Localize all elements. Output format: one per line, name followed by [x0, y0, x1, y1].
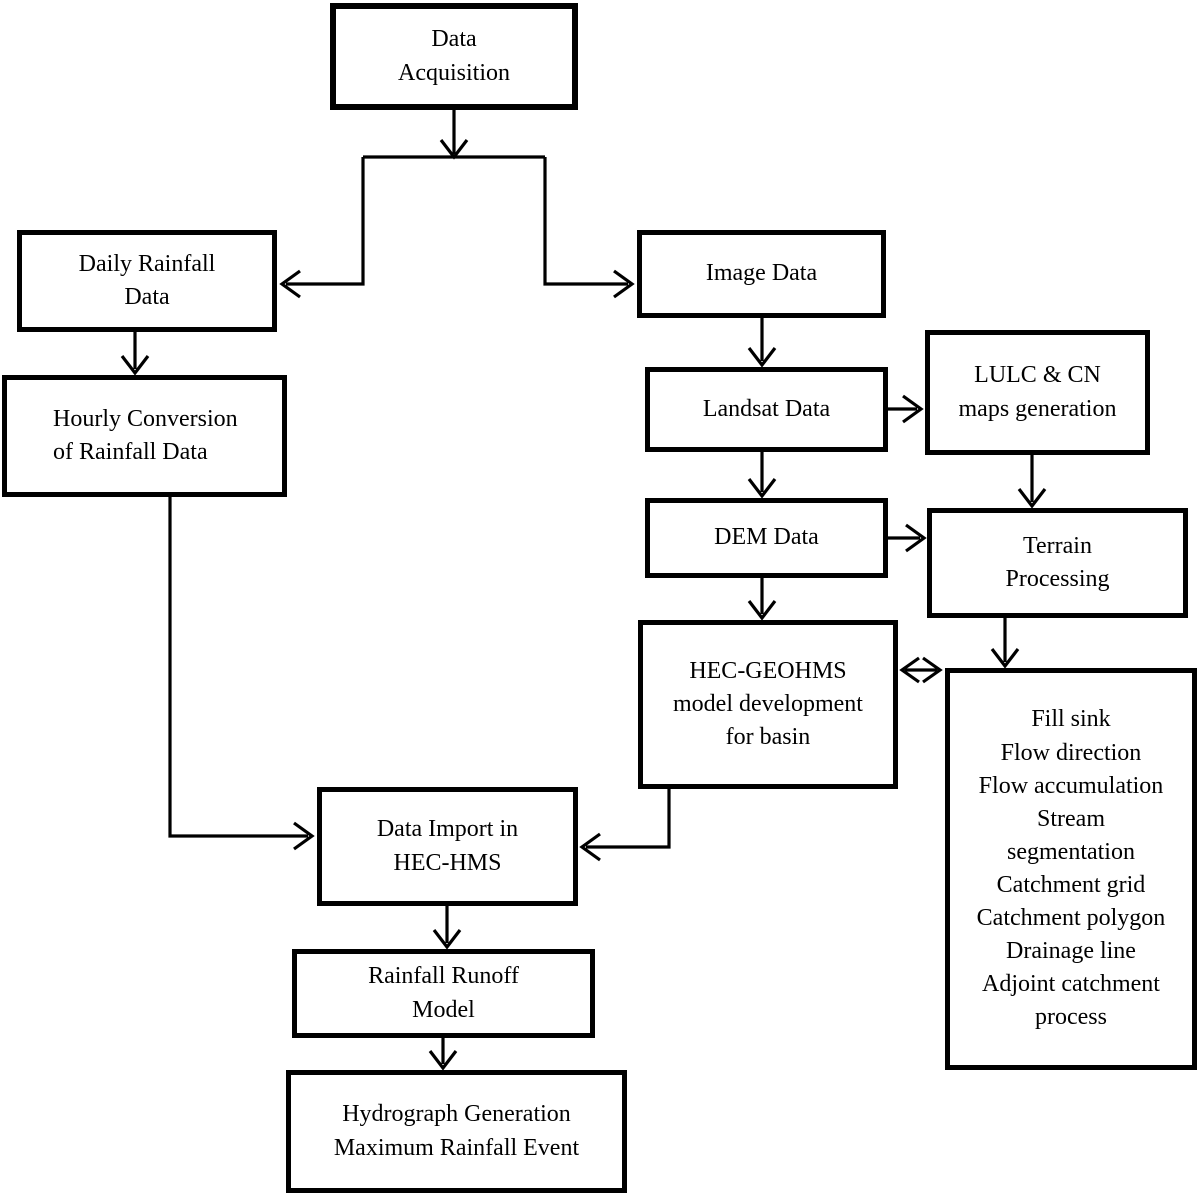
node-data-import-hec-hms-label: Data Import in HEC-HMS [376, 816, 519, 876]
arrowhead-right [613, 269, 635, 299]
node-image-data-label: Image Data [705, 260, 818, 287]
edge-to-daily-rainfall [286, 157, 365, 286]
node-hourly-conversion-label: Hourly Conversion of Rainfall Data [53, 405, 238, 465]
node-daily-rainfall-data-label: Daily Rainfall Data [78, 250, 216, 310]
arrowhead-right [293, 821, 315, 851]
arrowhead-down [432, 929, 462, 950]
node-data-import-hec-hms: Data Import in HEC-HMS [317, 787, 578, 906]
node-rainfall-runoff-model-label: Rainfall Runoff Model [368, 963, 519, 1023]
arrowhead-down [747, 347, 777, 368]
arrowhead-left [899, 656, 920, 684]
node-hourly-conversion: Hourly Conversion of Rainfall Data [2, 375, 287, 497]
node-data-acquisition-label: Data Acquisition [398, 26, 510, 86]
node-terrain-processing-label: Terrain Processing [1005, 532, 1110, 592]
node-terrain-processing: Terrain Processing [927, 508, 1188, 618]
node-landsat-data: Landsat Data [645, 367, 888, 452]
node-hydrograph-generation-label: Hydrograph Generation Maximum Rainfall E… [333, 1101, 580, 1161]
node-daily-rainfall-data: Daily Rainfall Data [17, 230, 277, 332]
arrowhead-left [279, 269, 301, 299]
node-hec-geohms: HEC-GEOHMS model development for basin [638, 620, 898, 789]
arrowhead-down [1017, 488, 1047, 509]
arrowhead-down [747, 478, 777, 499]
node-dem-data: DEM Data [645, 498, 888, 578]
arrowhead-down [990, 648, 1020, 669]
node-terrain-processing-steps: Fill sink Flow direction Flow accumulati… [945, 668, 1197, 1070]
arrowhead-down [120, 355, 150, 376]
node-rainfall-runoff-model: Rainfall Runoff Model [292, 949, 595, 1038]
edge-hourly-to-import [168, 497, 308, 838]
node-lulc-cn-maps: LULC & CN maps generation [925, 330, 1150, 455]
arrowhead-left [579, 832, 601, 862]
node-data-acquisition: Data Acquisition [330, 3, 578, 110]
node-terrain-processing-steps-label: Fill sink Flow direction Flow accumulati… [976, 706, 1166, 1031]
node-landsat-data-label: Landsat Data [702, 395, 831, 422]
node-hec-geohms-label: HEC-GEOHMS model development for basin [673, 657, 863, 751]
edge-to-image-data [543, 157, 628, 286]
arrowhead-right [905, 523, 927, 553]
node-dem-data-label: DEM Data [714, 524, 819, 551]
node-hydrograph-generation: Hydrograph Generation Maximum Rainfall E… [286, 1070, 627, 1193]
arrowhead-right [922, 656, 943, 684]
arrowhead-down [428, 1050, 458, 1071]
arrowhead-right [902, 394, 924, 424]
node-lulc-cn-maps-label: LULC & CN maps generation [958, 362, 1117, 422]
edge-hecgeohms-to-import [586, 789, 671, 849]
arrowhead-down [747, 600, 777, 621]
node-image-data: Image Data [637, 230, 886, 318]
